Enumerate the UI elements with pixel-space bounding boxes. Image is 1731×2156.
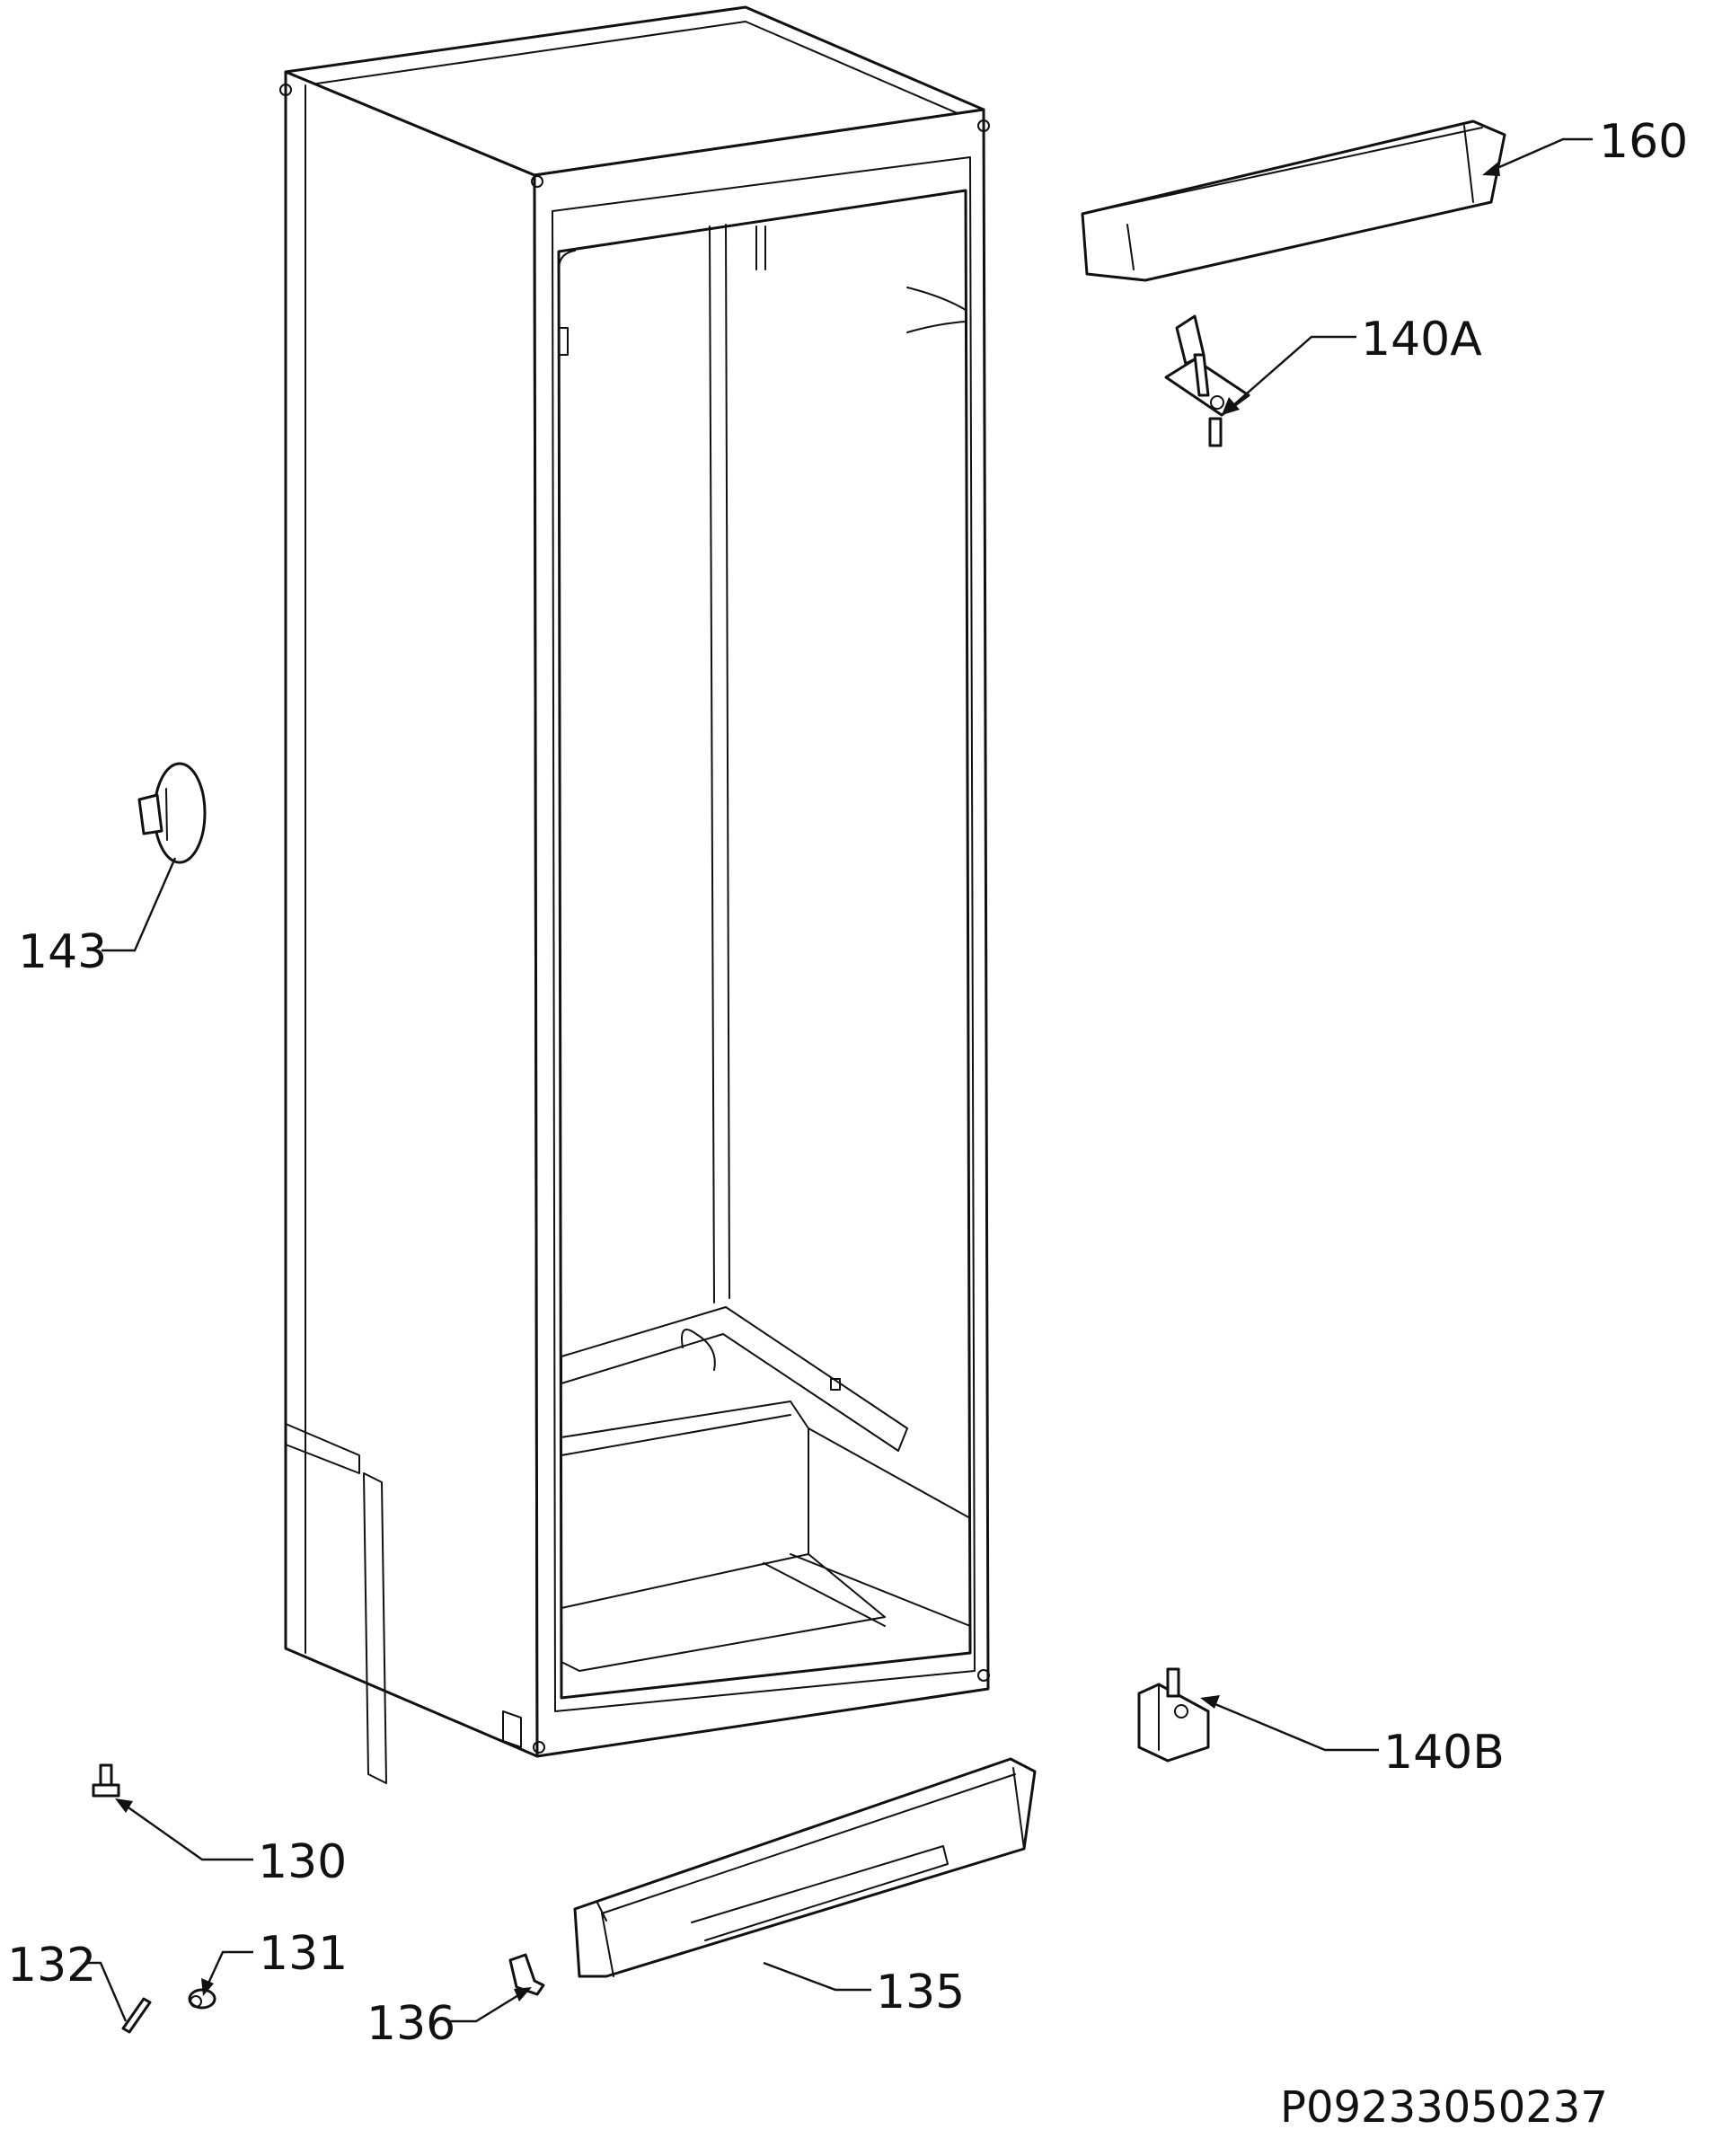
callout-143: 143 xyxy=(18,925,107,979)
part-140b-bottom-hinge xyxy=(1137,1667,1210,1763)
document-code: P09233050237 xyxy=(1280,2082,1608,2133)
callout-132: 132 xyxy=(7,1939,96,1993)
callout-140a: 140A xyxy=(1361,313,1482,367)
callout-140b: 140B xyxy=(1383,1726,1505,1780)
callout-135: 135 xyxy=(876,1966,965,2019)
cabinet-body xyxy=(279,5,990,1784)
callout-131: 131 xyxy=(259,1927,348,1981)
part-135-kick-plate xyxy=(573,1757,1037,1978)
part-136-clip xyxy=(508,1953,545,1996)
part-132-pin xyxy=(121,1997,152,2034)
callout-160: 160 xyxy=(1599,115,1688,169)
part-160-hinge-cover xyxy=(1081,119,1506,282)
callout-labels: 160 140A 143 140B 130 131 132 135 136 P0… xyxy=(7,115,1688,2133)
callout-136: 136 xyxy=(367,1997,455,2051)
callout-130: 130 xyxy=(258,1835,347,1889)
leader-lines xyxy=(85,137,1593,2023)
part-130-adjustable-foot xyxy=(92,1763,120,1798)
part-143-plug xyxy=(137,762,207,864)
part-140a-top-hinge xyxy=(1164,314,1250,447)
part-131-cap xyxy=(188,1988,216,2010)
